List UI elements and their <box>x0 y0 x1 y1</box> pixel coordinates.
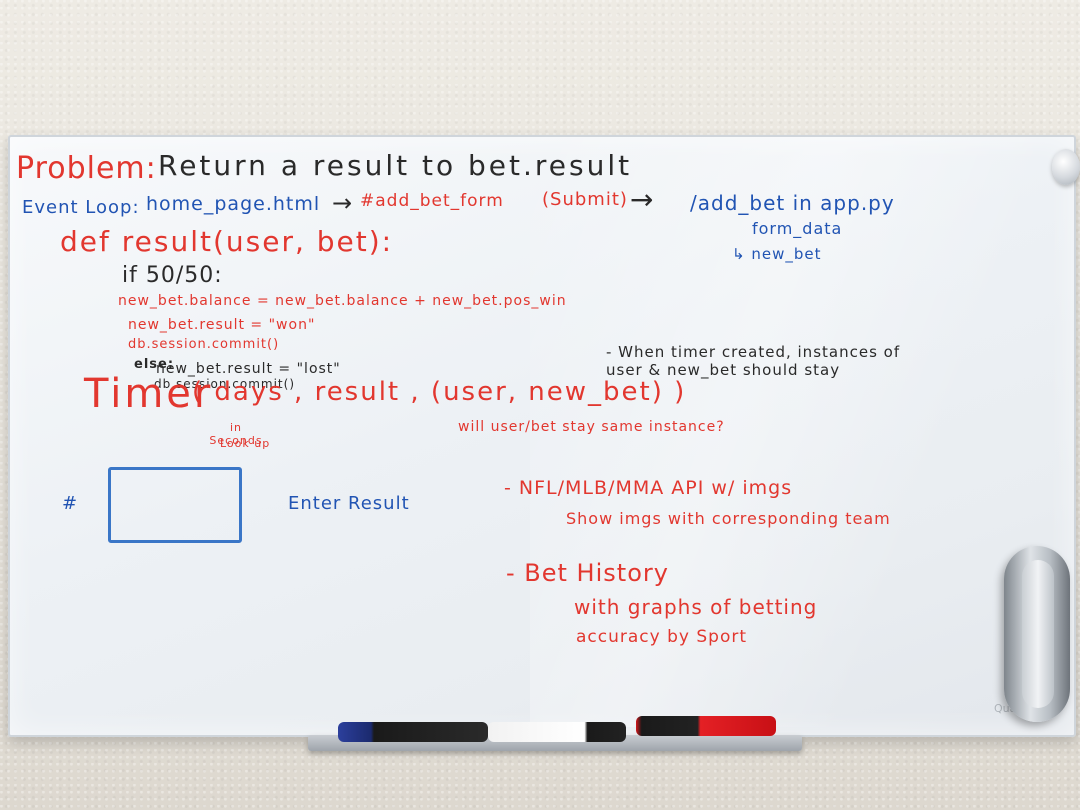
event-file: home_page.html <box>146 193 321 215</box>
same-instance-question: will user/bet stay same instance? <box>458 419 725 435</box>
api-line: - NFL/MLB/MMA API w/ imgs <box>504 477 793 499</box>
whiteboard: Problem: Return a result to bet.result E… <box>8 135 1080 737</box>
red-marker[interactable] <box>636 716 776 736</box>
eraser-grip <box>1022 560 1054 708</box>
event-arrow-1: → <box>332 189 354 217</box>
code-commit-2: db.session.commit() <box>154 377 296 391</box>
timer-in-seconds: in Seconds <box>209 421 263 447</box>
black-marker[interactable] <box>488 722 626 742</box>
new-bet-note: ↳ new_bet <box>732 245 822 263</box>
result-input-sketch <box>108 467 242 543</box>
event-form: #add_bet_form <box>360 191 504 211</box>
hash-mark: # <box>62 493 79 514</box>
history-sub-1: with graphs of betting <box>574 595 818 619</box>
whiteboard-eraser[interactable] <box>1004 546 1070 722</box>
event-arrow-2: → <box>630 183 655 216</box>
event-loop-label: Event Loop: <box>22 197 140 218</box>
code-else: else: <box>134 357 175 372</box>
timer-word: Timer <box>84 371 214 417</box>
form-data: form_data <box>752 219 843 238</box>
api-sub: Show imgs with corresponding team <box>566 509 891 528</box>
timer-lookup: Look up <box>220 437 271 450</box>
code-balance: new_bet.balance = new_bet.balance + new_… <box>118 293 567 309</box>
code-commit-1: db.session.commit() <box>128 337 280 352</box>
blue-marker[interactable] <box>338 722 488 742</box>
enter-result-label: Enter Result <box>288 493 410 514</box>
problem-text: Return a result to bet.result <box>158 149 633 182</box>
code-result-lost: new_bet.result = "lost" <box>156 361 341 377</box>
history-line: - Bet History <box>506 559 669 587</box>
timer-args: ( days , result , (user, new_bet) ) <box>192 377 687 407</box>
event-route: /add_bet in app.py <box>690 191 895 215</box>
if-line: if 50/50: <box>122 263 223 288</box>
mounting-standoff <box>1052 149 1080 185</box>
code-result-won: new_bet.result = "won" <box>128 317 316 333</box>
problem-label: Problem: <box>16 151 157 186</box>
event-submit: (Submit) <box>542 189 628 210</box>
def-line: def result(user, bet): <box>60 225 394 258</box>
history-sub-2: accuracy by Sport <box>576 627 747 647</box>
timer-note: - When timer created, instances of user … <box>606 343 901 379</box>
